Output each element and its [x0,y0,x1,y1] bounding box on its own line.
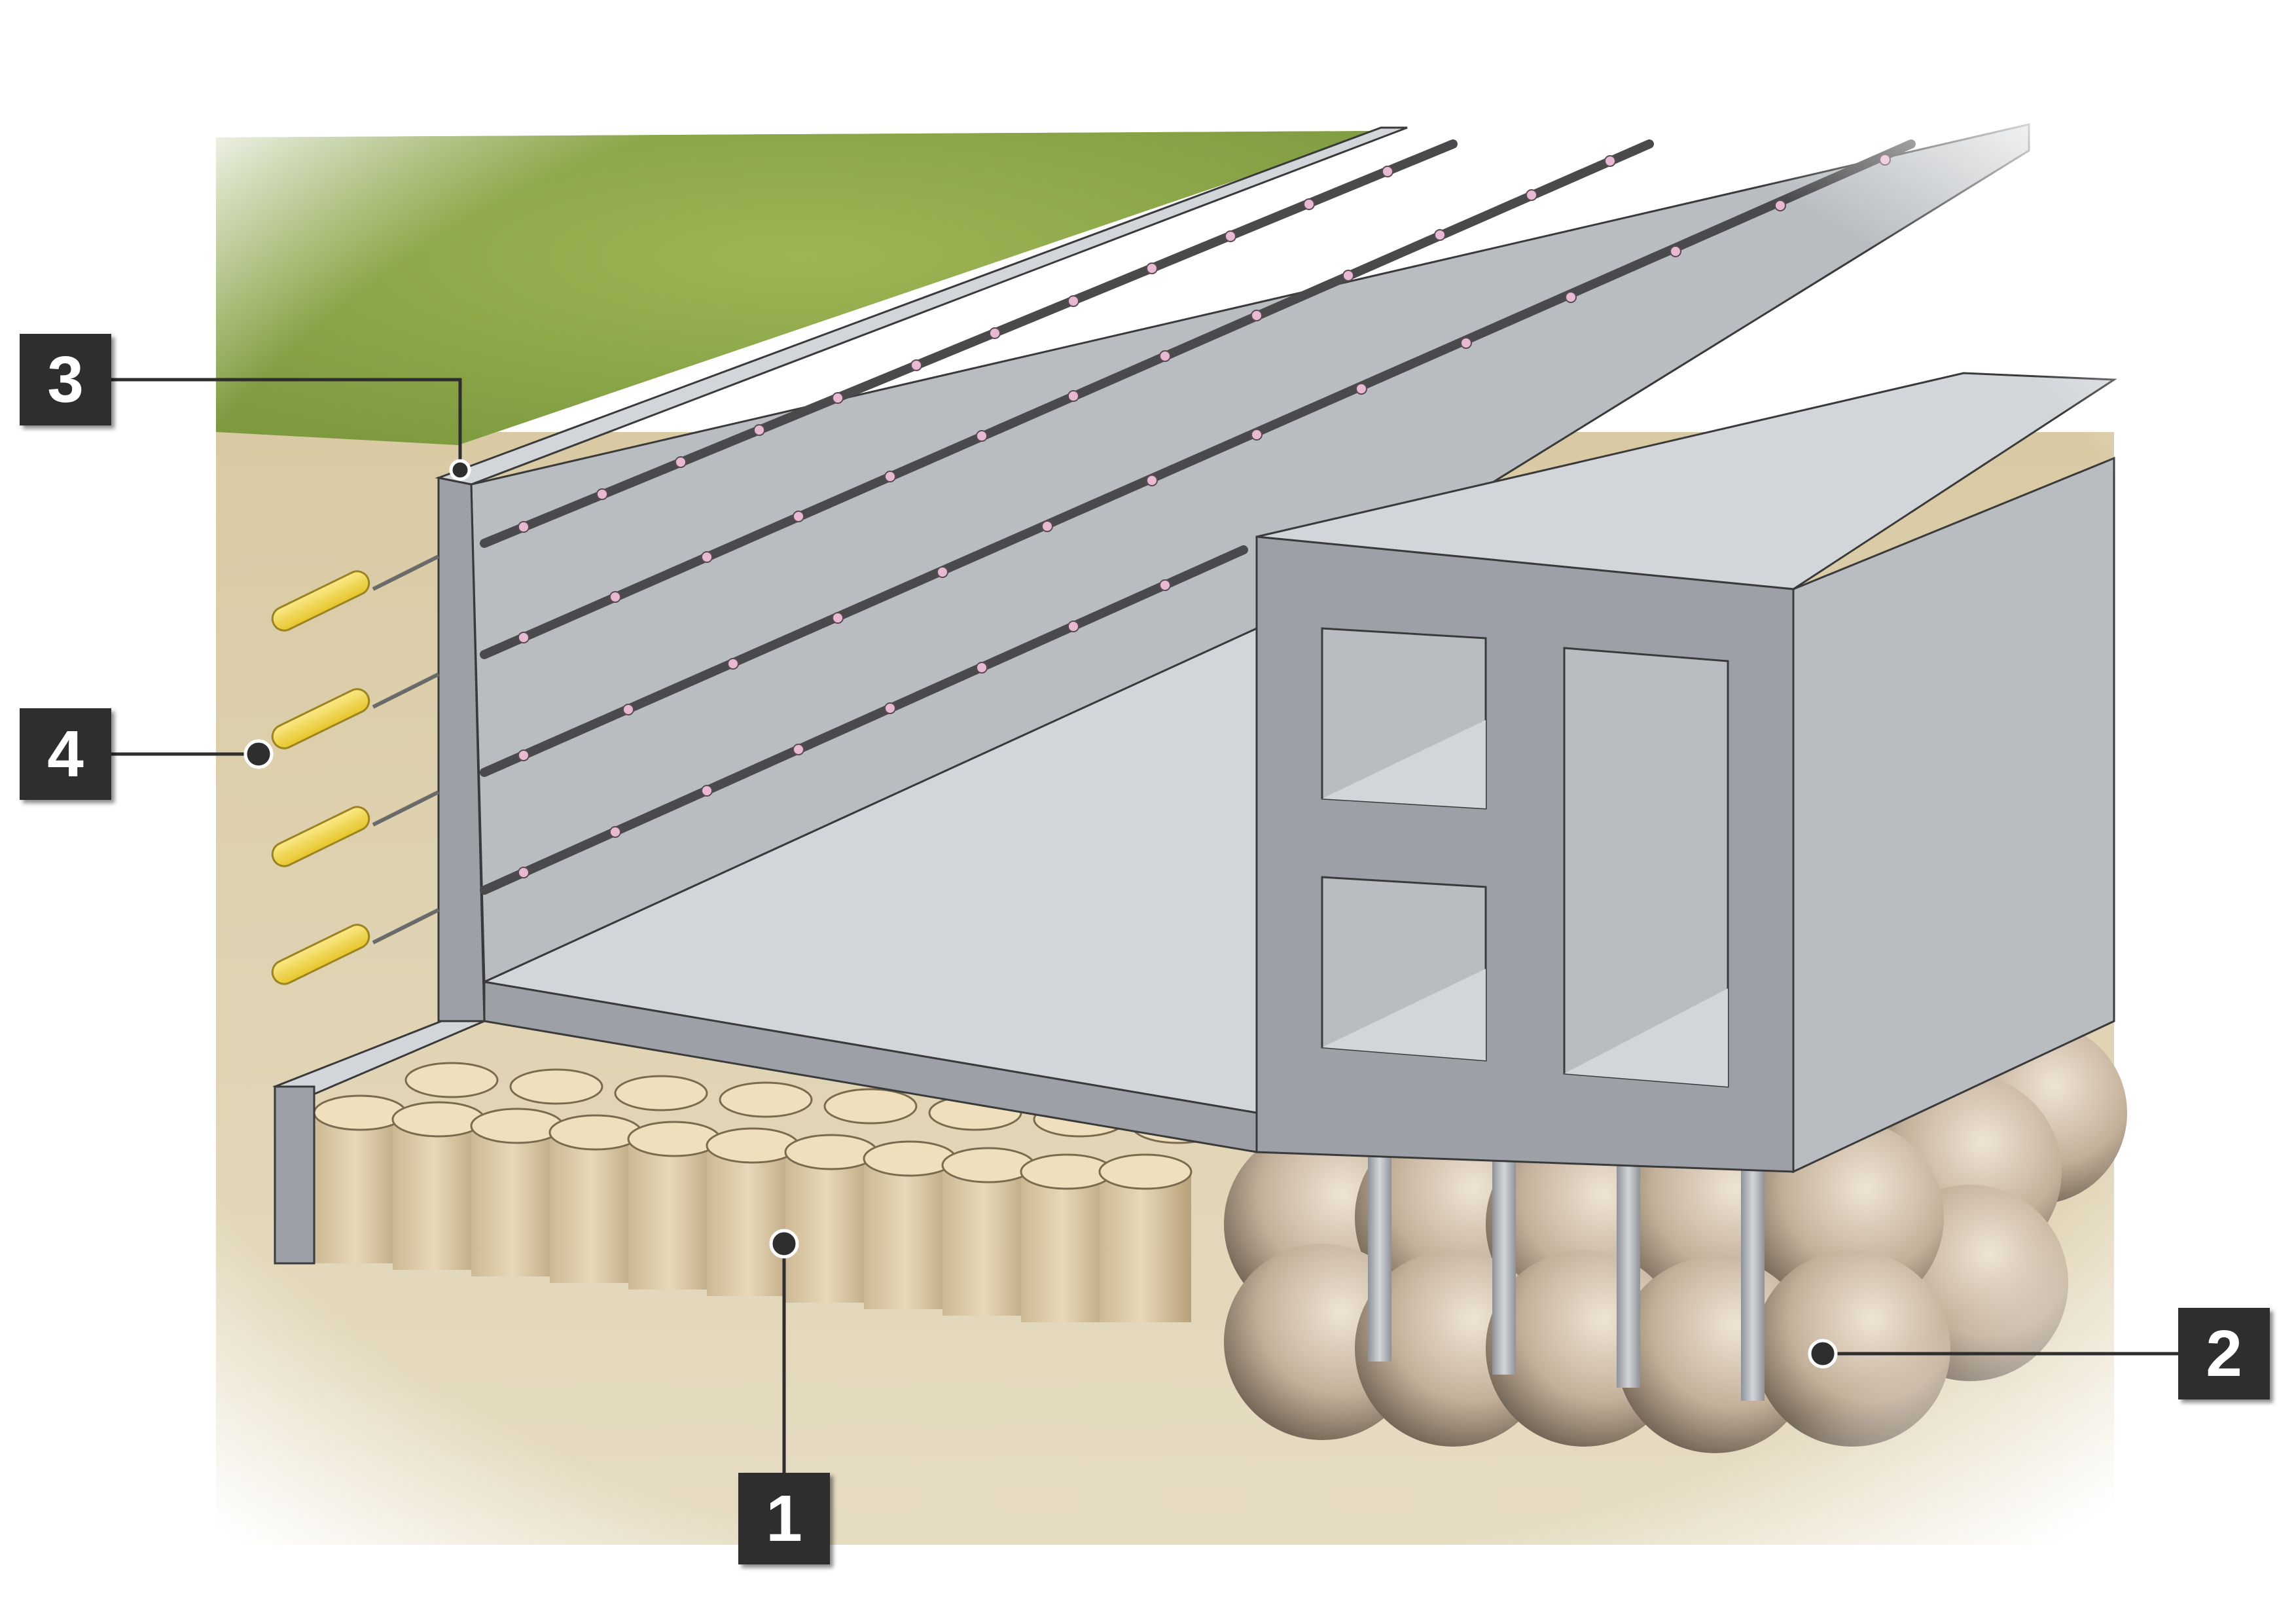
leader-dot-4 [243,739,274,769]
leader-dots [243,459,1838,1369]
leader-dot-2 [1808,1339,1838,1369]
leader-line-3 [111,378,462,468]
callout-marker-4: 4 [20,708,111,800]
leader-lines [111,378,2178,1473]
callout-marker-3: 3 [20,334,111,425]
callout-marker-2: 2 [2178,1308,2270,1399]
leader-dot-1 [769,1229,799,1259]
leader-dot-3 [449,459,471,481]
callout-marker-1: 1 [738,1473,830,1564]
